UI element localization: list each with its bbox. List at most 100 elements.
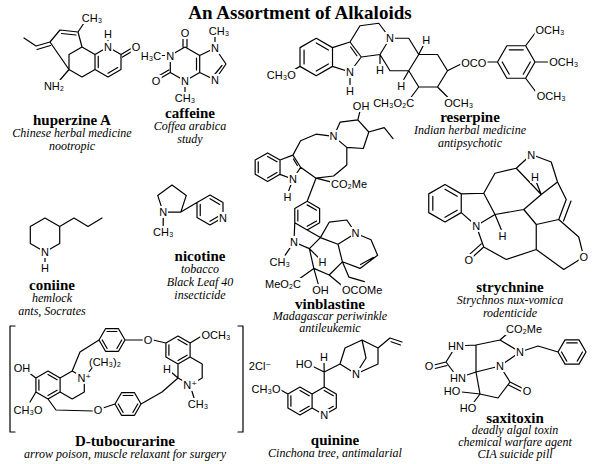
atom-label: O [522, 385, 533, 397]
huperzine-structure [24, 23, 134, 80]
atom-label: N [210, 74, 220, 86]
compound-name: nicotine [175, 248, 226, 265]
atom-label: MeO₂C [264, 278, 302, 290]
compound-name: reserpine [440, 109, 500, 126]
compound-name: caffeine [165, 105, 215, 122]
saxitoxin-structure [434, 333, 586, 402]
atom-label: HN [449, 372, 467, 384]
compound-note: antipsychotic [438, 137, 502, 150]
compound-note: ants, Socrates [18, 305, 85, 318]
atom-label: N [319, 409, 329, 421]
atom-label: CH₃ [269, 256, 291, 268]
atom-label: H [375, 63, 385, 75]
atom-label: O [180, 27, 191, 39]
compound-name: quinine [311, 432, 359, 449]
atom-label: H [103, 28, 113, 40]
atom-label: H [421, 33, 431, 45]
atom-label: OCH₃ [535, 23, 566, 35]
atom-label: CO₂Me [330, 178, 368, 190]
compound-name: coniine [29, 277, 75, 294]
atom-label: OCH₃ [548, 56, 579, 68]
atom-label: N⁺ [76, 372, 92, 384]
atom-label: CH₃O₂C [372, 97, 415, 109]
compound-note: Black Leaf 40 [167, 276, 234, 289]
atom-label: CH₃O [266, 68, 297, 80]
atom-label: H₃C [140, 49, 162, 61]
atom-label: N [40, 246, 50, 258]
atom-label: OCH₃ [201, 329, 232, 341]
atom-label: HO [459, 402, 478, 414]
atom-label: O [424, 360, 435, 372]
compound-note: rodenticide [483, 307, 537, 320]
compound-note: tobacco [181, 263, 219, 276]
atom-label: N [210, 42, 220, 54]
atom-label: 2Cl⁻ [248, 360, 272, 372]
caffeine-structure [159, 37, 227, 92]
compound-note: antileukemic [299, 322, 360, 335]
atom-label: OH [311, 284, 330, 296]
atom-label: (CH₃)₂ [88, 356, 122, 368]
compound-note: Chinese herbal medicine [12, 127, 131, 140]
atom-label: CO₂Me [505, 323, 543, 335]
strychnine-structure [429, 155, 584, 270]
atom-label: CH₃ [187, 398, 209, 410]
atom-label: CH₃ [81, 12, 103, 24]
compound-note: study [177, 133, 202, 146]
atom-label: H [498, 230, 508, 242]
atom-label: O [93, 404, 104, 416]
coniine-structure [30, 218, 102, 264]
atom-label: H [162, 363, 172, 375]
atom-label: N [385, 32, 395, 44]
atom-label: N [165, 49, 175, 61]
atom-label: H [345, 85, 355, 97]
tubocurarine-structure [28, 329, 202, 416]
atom-label: H [40, 262, 50, 274]
atom-label: H [319, 351, 329, 363]
atom-label: H [530, 171, 540, 183]
compound-note: insecticide [174, 289, 225, 302]
atom-label: N [329, 130, 339, 142]
compound-note: arrow poison, muscle relaxant for surger… [24, 448, 226, 461]
bracket [10, 326, 243, 432]
atom-label: OCO [460, 57, 487, 69]
atom-label: H [282, 191, 292, 203]
atom-label: CH₃ [208, 25, 230, 37]
atom-label: N [103, 41, 113, 53]
atom-label: O [578, 251, 589, 263]
atom-label: O [463, 253, 474, 265]
atom-label: N [351, 227, 361, 239]
atom-label: CH₃O [251, 383, 282, 395]
atom-label: N [471, 220, 481, 232]
atom-label: HN [447, 340, 465, 352]
atom-label: N [345, 66, 355, 78]
atom-label: CH₃ [152, 226, 174, 238]
compound-note: nootropic [49, 140, 95, 153]
compound-note: CIA suicide pill [477, 448, 552, 461]
atom-label: OH [13, 362, 32, 374]
compound-name: strychnine [476, 279, 544, 296]
atom-label: N [351, 368, 361, 380]
atom-label: H [318, 256, 328, 268]
atom-label: OCH₃ [536, 90, 567, 102]
atom-label: OH [352, 100, 371, 112]
atom-label: H [396, 80, 406, 92]
compound-note: hemlock [32, 292, 72, 305]
atom-label: O [143, 334, 154, 346]
compound-note: Strychnos nux-vomica [457, 294, 563, 307]
nicotine-structure [158, 185, 223, 226]
atom-label: HO [443, 385, 462, 397]
atom-label: CH₃ [174, 92, 196, 104]
atom-label: N [515, 346, 525, 358]
reserpine-structure [293, 23, 548, 97]
atom-label: O [151, 75, 162, 87]
compound-name: huperzine A [33, 112, 111, 129]
compound-name: D-tubocurarine [75, 433, 175, 450]
vinblastine-structure [255, 111, 393, 286]
atom-label: OCOMe [341, 284, 383, 296]
atom-label: NH₂ [43, 80, 65, 92]
page-title: An Assortment of Alkaloids [188, 3, 411, 24]
atom-label: CH₃O [13, 404, 44, 416]
atom-label: N [288, 173, 298, 185]
atom-label: N [180, 75, 190, 87]
